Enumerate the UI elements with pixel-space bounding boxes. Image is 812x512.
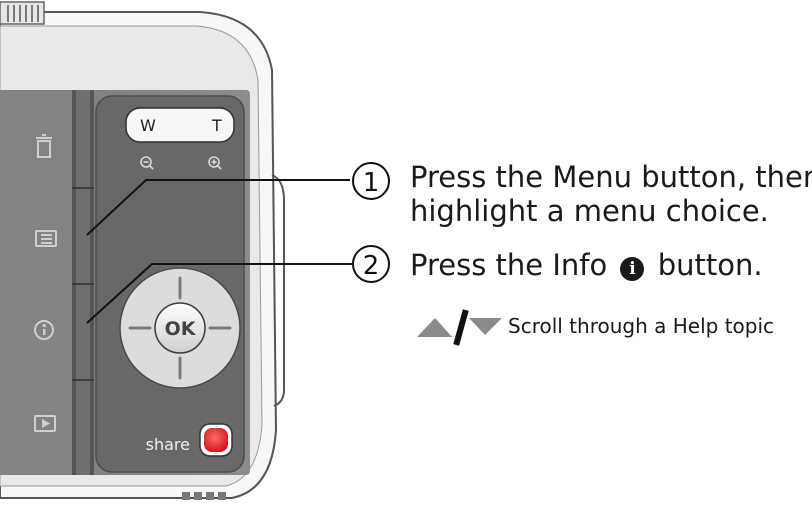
callout-number-1-label: 1	[363, 168, 380, 198]
info-icon[interactable]	[34, 320, 54, 340]
scroll-hint-text: Scroll through a Help topic	[508, 314, 775, 338]
slash-divider	[453, 309, 469, 346]
callout-text-1-line2: highlight a menu choice.	[410, 194, 769, 228]
zoom-rocker[interactable]: W T	[125, 107, 235, 143]
zoom-out-icon	[140, 156, 154, 170]
info-button-glyph-icon: i	[620, 257, 645, 281]
callout-number-2-label: 2	[363, 251, 380, 281]
callout-leader-2	[86, 263, 352, 324]
callout-text-1-line1: Press the Menu button, then	[410, 160, 812, 194]
zoom-wide-label: W	[140, 116, 156, 135]
trash-icon[interactable]	[36, 134, 52, 158]
zoom-in-icon	[208, 156, 222, 170]
callout-text-2: Press the Info i button.	[410, 248, 763, 282]
callout-text-2-before: Press the Info	[410, 248, 608, 282]
callout-number-2: 2	[352, 245, 390, 283]
ok-button[interactable]: OK	[154, 302, 206, 354]
down-arrow-icon	[469, 318, 502, 335]
up-arrow-icon	[417, 318, 452, 337]
menu-icon[interactable]	[35, 230, 57, 247]
callout-number-1: 1	[352, 162, 390, 200]
callout-text-2-after: button.	[657, 248, 763, 282]
review-icon[interactable]	[34, 415, 56, 432]
share-button[interactable]	[199, 423, 233, 457]
share-label: share	[146, 435, 190, 454]
ok-label: OK	[165, 318, 197, 340]
zoom-tele-label: T	[211, 116, 222, 135]
callout-text-1: Press the Menu button, then highlight a …	[410, 160, 812, 228]
callout-leader-1	[86, 179, 350, 236]
